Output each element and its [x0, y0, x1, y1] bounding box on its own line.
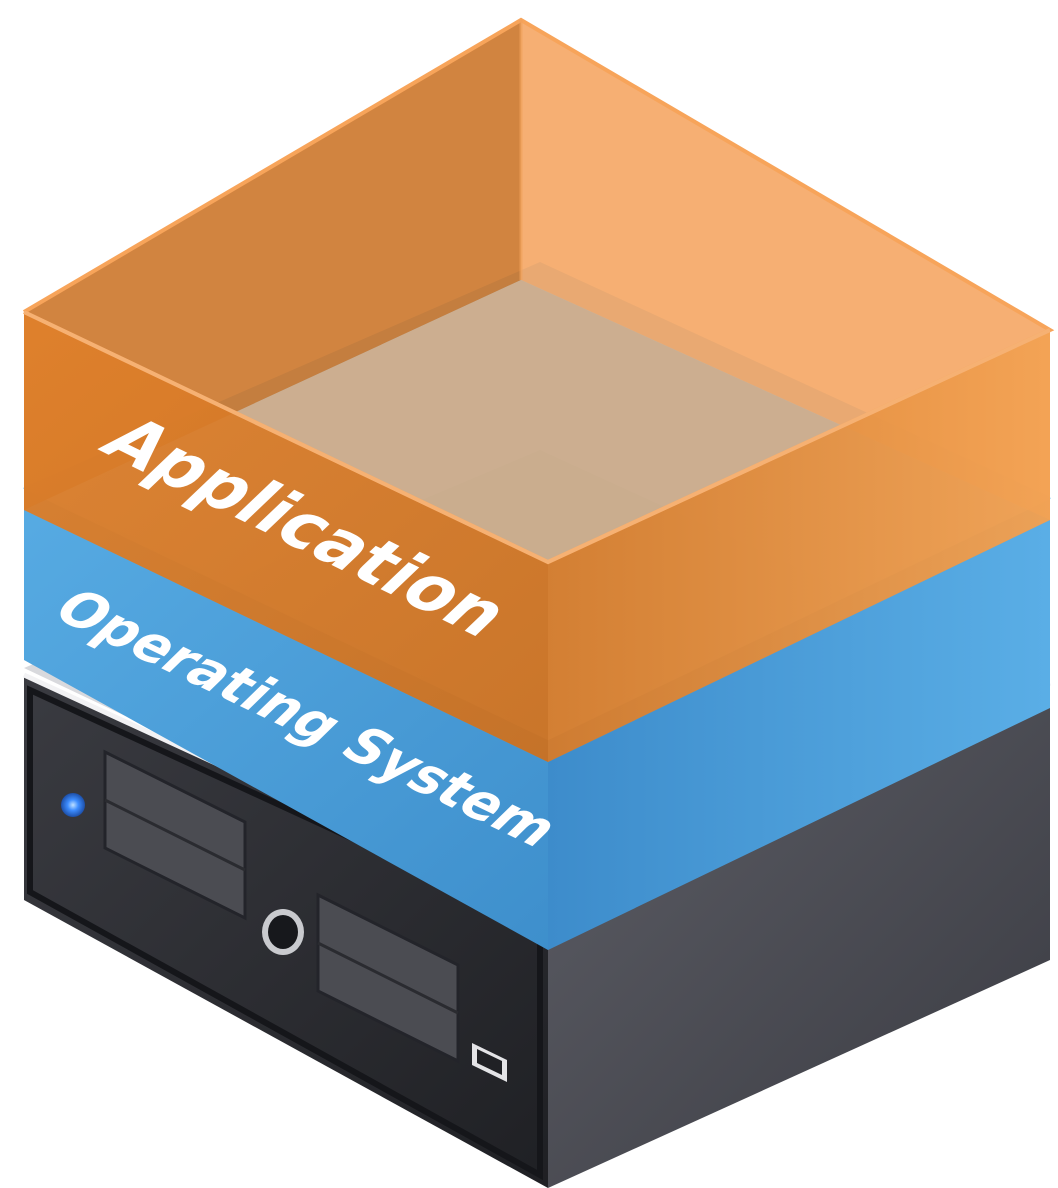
os-front-face: [24, 487, 548, 950]
application-layer: Application: [22, 17, 1055, 762]
power-led-icon: [61, 793, 85, 817]
drive-bay-icon: [103, 749, 247, 921]
app-front-edges: [23, 310, 1051, 565]
os-side-face: [548, 497, 1050, 950]
app-side-face: [548, 330, 1050, 762]
server-side-face: [548, 683, 1050, 1188]
app-front-face: [24, 312, 548, 762]
power-button-icon: [262, 909, 304, 955]
drive-bay-icon: [316, 892, 460, 1064]
usb-port-icon: [472, 1043, 507, 1082]
